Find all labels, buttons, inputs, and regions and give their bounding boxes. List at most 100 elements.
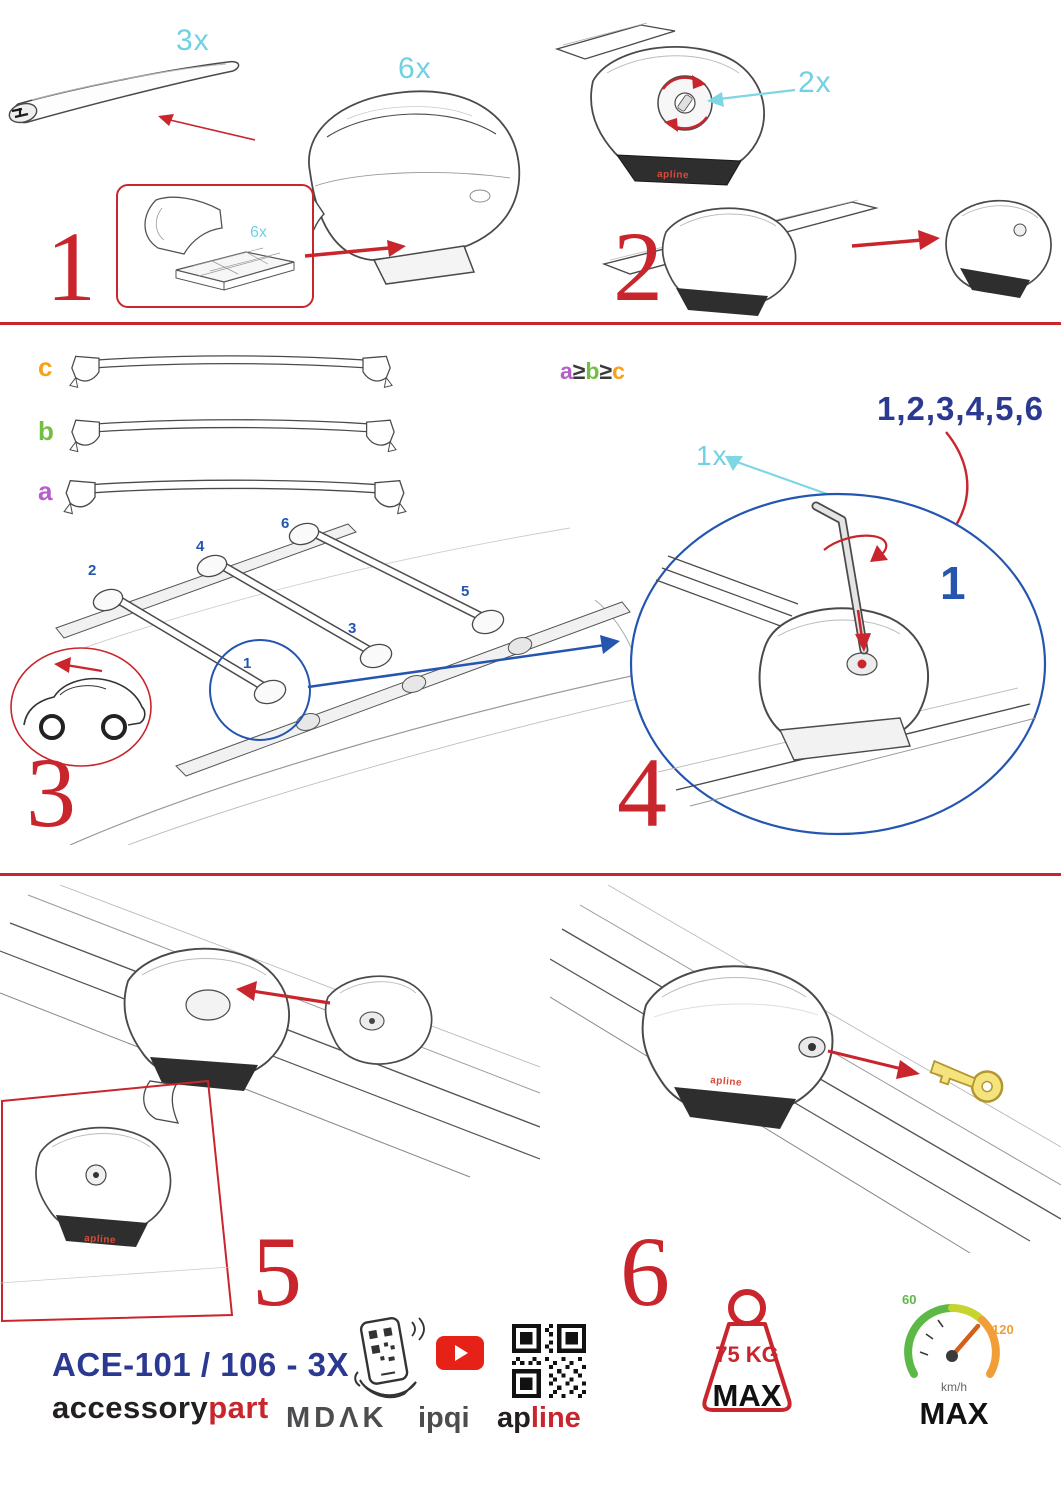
tightening-zoom-illustration xyxy=(629,492,1047,836)
roof-mounting-illustration xyxy=(50,522,650,845)
product-code: ACE-101 / 106 - 3X xyxy=(52,1346,349,1383)
lock-detail-foot: apline xyxy=(35,1126,172,1247)
end-cap-piece xyxy=(945,199,1052,298)
cyan-arrow-to-dial xyxy=(707,88,796,107)
pad-detail-illustration xyxy=(144,196,295,291)
section-divider-top xyxy=(0,322,1061,325)
position-4-marker: 4 xyxy=(196,538,205,555)
step-1-number: 1 xyxy=(46,211,96,322)
position-2-marker: 2 xyxy=(88,562,97,579)
accessorypart-logo-black: accessory xyxy=(52,1390,209,1425)
insert-arrow xyxy=(855,609,871,652)
foot-underside xyxy=(616,154,742,186)
step-5-panel: apline 5 xyxy=(0,877,545,1329)
red-arrow-slide xyxy=(851,230,940,250)
foot-assembly-illustration xyxy=(601,199,1052,316)
position-3-marker: 3 xyxy=(348,620,357,637)
footer: ACE-101 / 106 - 3X accessorypart xyxy=(0,1280,1061,1500)
crossbar-c-illustration xyxy=(69,355,393,389)
mounted-crossbars xyxy=(107,525,489,693)
accessorypart-logo: accessorypart xyxy=(52,1390,269,1426)
mdak-logo: MDΛK xyxy=(286,1402,388,1434)
rubber-pad xyxy=(175,247,295,291)
hand xyxy=(359,1379,417,1399)
step-5-number: 5 xyxy=(252,1216,302,1327)
phone-scan-icon xyxy=(354,1316,425,1399)
apline-logo-red: line xyxy=(530,1402,581,1434)
bar-b-label: b xyxy=(38,416,54,446)
needle xyxy=(949,1323,981,1359)
speed-low-label: 60 xyxy=(902,1292,917,1307)
bar-quantity-label: 3x xyxy=(176,24,210,57)
dial-quantity-label: 2x xyxy=(798,66,832,99)
pad-detail-inset: 6x xyxy=(116,184,314,308)
crossbar-a-illustration xyxy=(63,479,407,515)
ineq-a: a xyxy=(560,358,573,384)
step-4-number: 4 xyxy=(617,737,667,848)
first-position-label: 1 xyxy=(940,557,966,609)
speedometer-icon xyxy=(904,1304,1000,1378)
car-direction-inset xyxy=(10,647,152,767)
step-6-panel: apline 6 xyxy=(545,877,1061,1329)
cyan-arrow-to-tool xyxy=(725,456,828,496)
max-speed-badge: 60 120 km/h MAX xyxy=(888,1280,1020,1435)
red-pointer-arrow xyxy=(158,114,256,141)
speed-max-label: MAX xyxy=(919,1396,989,1431)
allen-key-icon xyxy=(811,501,869,655)
speed-high-label: 120 xyxy=(992,1322,1014,1337)
size-inequality-label: a≥b≥c xyxy=(560,358,625,385)
step-6-number: 6 xyxy=(620,1216,670,1327)
apline-logo: apline xyxy=(497,1402,581,1435)
position-6-marker: 6 xyxy=(281,515,290,532)
car-illustration xyxy=(23,677,146,740)
step-3-number: 3 xyxy=(26,737,76,848)
max-load-value: 75 KG xyxy=(715,1342,779,1367)
lock-detail-panel xyxy=(1,1079,234,1323)
locking-illustration: apline xyxy=(550,885,1061,1254)
position-1-marker: 1 xyxy=(243,655,252,672)
step-4-panel: a≥b≥c 1,2,3,4,5,6 1x xyxy=(555,330,1061,875)
direction-arrow xyxy=(54,657,103,673)
step-1-panel: 3x 6x xyxy=(0,0,560,322)
red-arrow-cap xyxy=(236,981,331,1005)
scan-waves xyxy=(411,1317,425,1341)
crossbar-feet xyxy=(92,522,505,705)
ipqi-logo: ipqi xyxy=(418,1402,470,1434)
ineq-gte-2: ≥ xyxy=(599,358,613,384)
bar-c-label: c xyxy=(38,352,53,382)
torque-dial xyxy=(657,75,713,131)
apline-brand-small: apline xyxy=(710,1075,743,1089)
pad-quantity-label: 6x xyxy=(250,224,267,241)
step-3-panel: c b a xyxy=(0,330,660,875)
foot-quantity-label: 6x xyxy=(398,52,432,85)
rotation-arrow xyxy=(823,534,888,562)
bar-a-label: a xyxy=(38,476,53,506)
accessorypart-logo-red: part xyxy=(208,1390,269,1425)
tightening-sequence-label: 1,2,3,4,5,6 xyxy=(877,390,1044,427)
tool-quantity-label: 1x xyxy=(696,440,728,471)
section-divider-bottom xyxy=(0,873,1061,876)
max-load-badge: 75 KG MAX xyxy=(686,1282,808,1432)
step-2-number: 2 xyxy=(613,211,663,322)
rotation-arrows xyxy=(662,75,708,132)
ineq-b: b xyxy=(585,358,600,384)
foot-top-view-illustration: apline xyxy=(555,22,765,186)
max-load-label: MAX xyxy=(712,1378,782,1413)
key-icon xyxy=(929,1059,1004,1103)
crossbar-b-illustration xyxy=(69,419,397,453)
red-arrow-pad-to-foot xyxy=(304,240,406,258)
apline-logo-black: ap xyxy=(497,1402,531,1434)
weight-icon xyxy=(702,1289,792,1412)
cover-cap-piece xyxy=(324,975,433,1065)
ineq-gte-1: ≥ xyxy=(572,358,586,384)
position-5-marker: 5 xyxy=(461,583,470,600)
blue-zoom-arrow xyxy=(307,635,620,689)
qr-code xyxy=(512,1324,586,1398)
cover-cap-illustration: apline xyxy=(0,885,540,1323)
apline-brand-small: apline xyxy=(84,1233,117,1246)
youtube-icon xyxy=(436,1336,484,1370)
highlight-circle-position-1 xyxy=(209,639,311,741)
speed-unit-label: km/h xyxy=(940,1380,967,1394)
crossbar-illustration xyxy=(8,60,240,124)
